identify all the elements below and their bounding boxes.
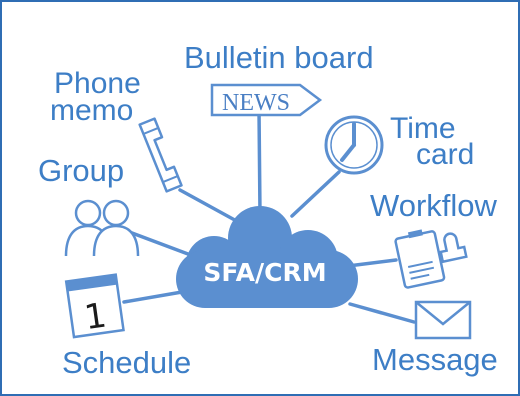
connector-group bbox=[122, 228, 190, 256]
people-icon bbox=[64, 199, 140, 257]
calendar-icon: 1 bbox=[64, 273, 125, 339]
connector-phone-memo bbox=[178, 188, 244, 226]
center-label: SFA/CRM bbox=[203, 258, 327, 287]
news-sign-icon: NEWS bbox=[210, 83, 323, 117]
envelope-icon bbox=[414, 300, 472, 340]
label-phone: Phone bbox=[54, 67, 141, 100]
label-schedule: Schedule bbox=[62, 345, 192, 380]
label-card: card bbox=[416, 138, 475, 171]
label-group: Group bbox=[38, 153, 125, 188]
document-stamp-icon bbox=[394, 229, 468, 289]
connector-schedule bbox=[122, 290, 184, 304]
connector-time-card bbox=[290, 170, 341, 218]
news-sign-text: NEWS bbox=[222, 90, 290, 116]
label-memo: memo bbox=[50, 94, 134, 127]
connector-workflow bbox=[346, 258, 398, 268]
label-time: Time bbox=[390, 112, 456, 145]
label-workflow: Workflow bbox=[370, 188, 497, 223]
phone-handset-icon bbox=[138, 117, 183, 193]
label-bulletin-board: Bulletin board bbox=[184, 40, 374, 75]
clock-icon bbox=[324, 115, 384, 175]
label-message: Message bbox=[372, 342, 498, 377]
connector-bulletin-board bbox=[257, 108, 262, 216]
cloud-shape bbox=[176, 206, 358, 308]
connector-message bbox=[348, 302, 416, 324]
